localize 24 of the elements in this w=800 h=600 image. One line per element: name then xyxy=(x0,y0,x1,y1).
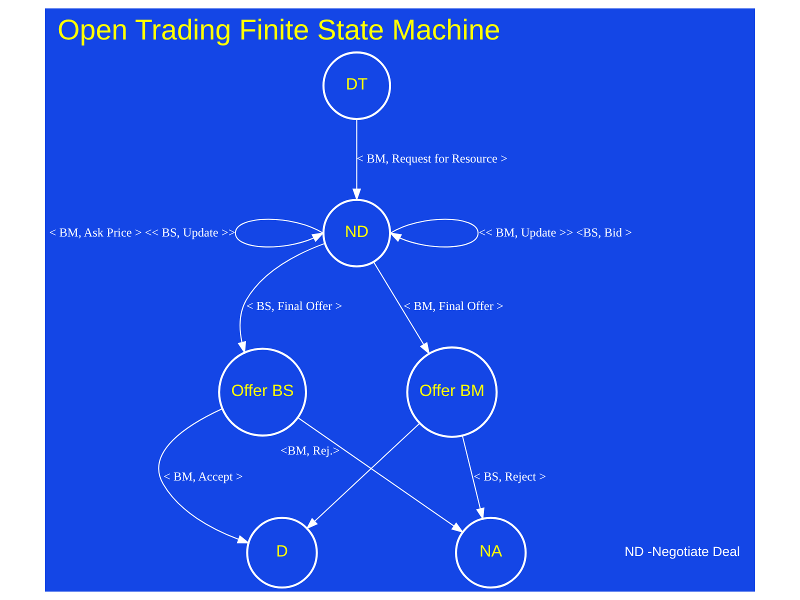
label: ND -Negotiate Deal xyxy=(624,544,740,560)
edge-label: < BM, Ask Price > << BS, Update >> xyxy=(49,225,236,240)
arrow xyxy=(306,422,420,530)
edge-label: < BM, Request for Resource > xyxy=(356,152,508,166)
node-circle: Offer BM xyxy=(406,346,498,438)
arrow xyxy=(238,242,326,354)
arrow xyxy=(297,417,464,533)
arrow xyxy=(234,218,324,248)
arrow xyxy=(373,262,430,355)
edge-label: < BS, Reject > xyxy=(474,470,546,484)
edge-label: < BS, Final Offer > xyxy=(246,299,342,313)
node-circle: Offer BS xyxy=(218,348,307,437)
edge-label: << BM, Update >> <BS, Bid > xyxy=(478,225,632,240)
diagram-title: Open Trading Finite State Machine xyxy=(58,14,500,47)
arrow xyxy=(462,436,484,520)
arrow xyxy=(158,408,250,544)
node-circle: ND xyxy=(322,198,392,268)
arrow xyxy=(389,218,479,248)
arrow xyxy=(352,118,362,201)
node-circle: DT xyxy=(322,51,392,120)
edge-label: <BM, Rej.> xyxy=(280,443,340,458)
edge-label: < BM, Final Offer > xyxy=(404,299,504,313)
node-circle: NA xyxy=(455,516,527,589)
edge-label: < BM, Accept > xyxy=(164,470,243,484)
